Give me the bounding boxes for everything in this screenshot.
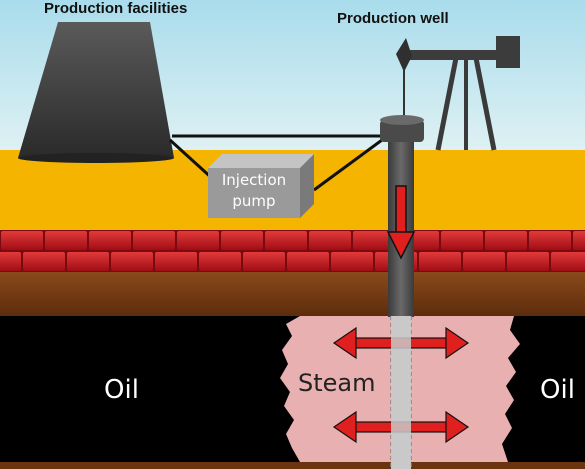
injection-arrow-down (386, 185, 416, 260)
production-well-label: Production well (337, 10, 449, 27)
pipeline-pump-to-well (313, 138, 383, 192)
pumpjack (396, 36, 520, 151)
injection-pump-box (208, 168, 300, 218)
pump-box-side (300, 154, 314, 218)
injection-pump-label: Injection pump (212, 170, 296, 212)
pump-box-top (208, 154, 314, 168)
oil-left-label: Oil (104, 375, 139, 405)
oil-right-label: Oil (540, 375, 575, 405)
steam-label: Steam (298, 369, 376, 397)
soil-layer (0, 272, 585, 316)
production-facilities-label: Production facilities (44, 0, 188, 17)
production-facilities-shape (18, 22, 174, 158)
well-head (380, 120, 424, 142)
injection-pump-label-line1: Injection (221, 171, 287, 189)
cap-rock-layer (0, 230, 585, 272)
injection-pump-label-line2: pump (232, 192, 276, 210)
